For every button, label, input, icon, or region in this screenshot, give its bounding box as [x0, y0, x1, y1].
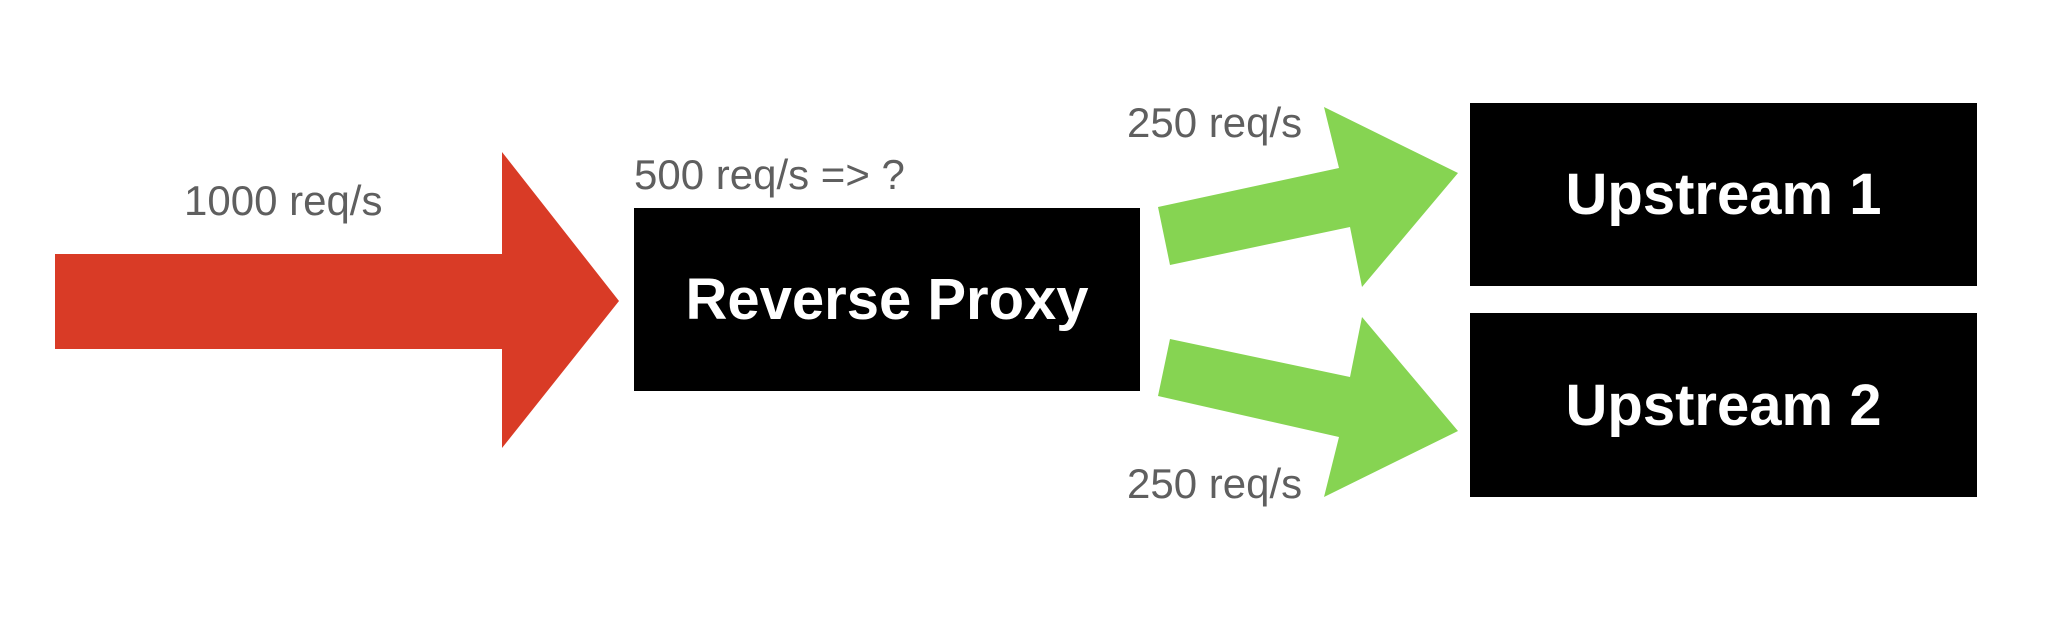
upstream-1-arrow — [1158, 107, 1458, 287]
upstream-2-arrow — [1158, 317, 1458, 497]
reverse-proxy-box: Reverse Proxy — [634, 208, 1140, 391]
upstream-2-rate-label: 250 req/s — [1127, 460, 1303, 507]
incoming-traffic-arrow — [55, 152, 619, 448]
upstream-1-box: Upstream 1 — [1470, 103, 1977, 286]
upstream-1-rate-label: 250 req/s — [1127, 99, 1303, 146]
upstream-2-box: Upstream 2 — [1470, 313, 1977, 497]
upstream-2-label: Upstream 2 — [1565, 372, 1882, 438]
incoming-rate-label: 1000 req/s — [184, 177, 383, 224]
reverse-proxy-label: Reverse Proxy — [685, 267, 1089, 332]
proxy-rate-label: 500 req/s => ? — [634, 151, 905, 198]
upstream-1-label: Upstream 1 — [1565, 162, 1882, 227]
